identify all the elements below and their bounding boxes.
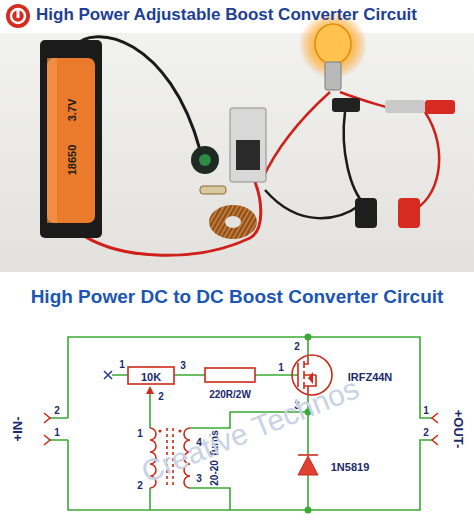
part-value-holder: 10K xyxy=(141,367,161,385)
battery-voltage-holder: 3.7V xyxy=(62,99,80,122)
battery-holder xyxy=(40,40,102,238)
part-name-holder: 1N5819 xyxy=(331,457,370,475)
metal-clip xyxy=(385,100,425,113)
pin-number: 1 xyxy=(137,428,143,439)
battery-shine xyxy=(47,58,57,223)
wire xyxy=(68,337,432,418)
wire xyxy=(68,440,432,510)
battery-type: 18650 xyxy=(66,145,78,176)
pin-number: 2 xyxy=(158,391,164,402)
logo-mark xyxy=(17,8,20,18)
red-plug xyxy=(398,198,420,228)
potentiometer-symbol xyxy=(128,367,174,384)
pin-number-holder: 1 xyxy=(278,357,284,375)
pot-knob xyxy=(199,154,211,166)
heading: High Power DC to DC Boost Converter Circ… xyxy=(31,287,444,308)
connector-name: +IN- xyxy=(11,417,25,442)
black-clip xyxy=(332,98,360,112)
pin-number: 3 xyxy=(196,473,202,484)
pin-number: 1 xyxy=(54,427,60,438)
part-value: 10K xyxy=(141,371,161,383)
pin-number-holder: 1 xyxy=(137,423,143,441)
pin-number-holder: 1 xyxy=(54,422,60,440)
diode-symbol xyxy=(298,456,318,475)
toroid-coil xyxy=(209,205,257,239)
input-connector-pins xyxy=(44,413,50,445)
red-wire xyxy=(410,112,439,212)
black-wire xyxy=(344,112,365,205)
title: High Power Adjustable Boost Converter Ci… xyxy=(36,6,417,25)
pin-number-holder: 3 xyxy=(196,468,202,486)
heading-holder: High Power DC to DC Boost Converter Circ… xyxy=(31,287,444,308)
output-connector-pins xyxy=(432,413,438,445)
battery-voltage: 3.7V xyxy=(66,99,78,122)
part-value: 220R/2W xyxy=(209,389,251,400)
red-wire xyxy=(262,92,330,180)
black-plug xyxy=(355,198,377,228)
battery xyxy=(47,58,95,223)
phase-dot xyxy=(158,429,161,432)
pin-number: 2 xyxy=(294,341,300,352)
connector-name: +OUT- xyxy=(451,410,465,449)
resistor xyxy=(200,186,226,194)
mosfet-arrow xyxy=(308,372,313,384)
pin-number: 1 xyxy=(278,362,284,373)
logo-ring xyxy=(11,9,25,23)
junction-dot xyxy=(305,507,312,514)
wire xyxy=(50,418,68,440)
pin-number: 3 xyxy=(180,360,186,371)
title-holder: High Power Adjustable Boost Converter Ci… xyxy=(36,6,417,25)
red-clip xyxy=(425,100,455,114)
wiper-arrow xyxy=(146,386,154,394)
potentiometer xyxy=(191,146,219,174)
wire xyxy=(149,488,151,510)
pin-number: 2 xyxy=(423,427,429,438)
connector-name-holder: +IN- xyxy=(8,417,26,442)
wire xyxy=(149,390,151,428)
pin-number: 1 xyxy=(119,359,125,370)
pin-number-holder: 1 xyxy=(119,354,125,372)
bulb-base xyxy=(325,62,341,90)
connector-name-holder: +OUT- xyxy=(450,410,468,449)
pin-number-holder: 2 xyxy=(54,400,60,418)
pin-number: 2 xyxy=(137,480,143,491)
watermark-holder: Creative Technos xyxy=(137,371,364,488)
watermark: Creative Technos xyxy=(137,371,364,488)
pin-number-holder: 1 xyxy=(423,400,429,418)
photo-background xyxy=(0,0,474,272)
phase-dot xyxy=(178,429,181,432)
bulb xyxy=(315,24,351,64)
part-value-holder: 220R/2W xyxy=(209,384,251,402)
pin-number-holder: 2 xyxy=(158,386,164,404)
schematic-parts xyxy=(44,355,438,488)
battery-type-holder: 18650 xyxy=(62,145,80,176)
pin-number: 2 xyxy=(54,405,60,416)
logo xyxy=(6,4,30,28)
wire xyxy=(190,488,230,510)
title-banner xyxy=(0,0,474,33)
pin-number: 1 xyxy=(423,405,429,416)
pin-number-holder: 2 xyxy=(294,336,300,354)
pin-number-holder: 3 xyxy=(180,355,186,373)
pin-number-holder: 2 xyxy=(423,422,429,440)
toroid-hole xyxy=(225,216,241,228)
heatsink xyxy=(230,108,266,182)
schematic-wires xyxy=(50,337,432,510)
no-connect-mark xyxy=(104,371,112,379)
resistor-symbol xyxy=(205,368,255,382)
pin-number-holder: 2 xyxy=(137,475,143,493)
black-wire xyxy=(265,190,360,218)
junction-dot xyxy=(305,334,312,341)
red-wire xyxy=(78,182,261,255)
part-name: 1N5819 xyxy=(331,461,370,473)
mosfet-body xyxy=(236,140,260,170)
